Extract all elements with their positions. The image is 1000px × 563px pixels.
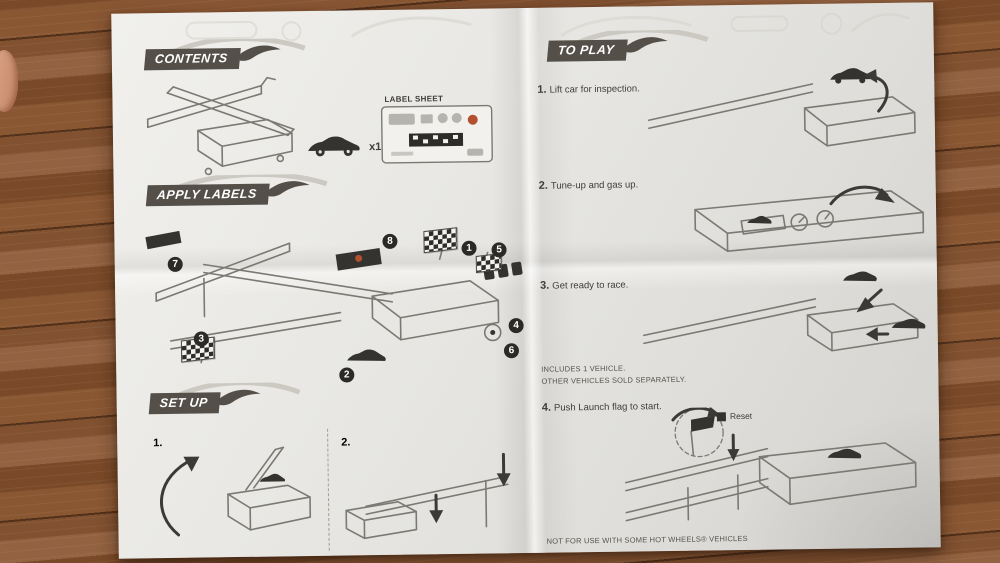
label-sheet-icon: [380, 104, 493, 164]
play-step-3-text: Get ready to race.: [552, 279, 629, 292]
setup-step-2-number: 2.: [341, 436, 351, 449]
reset-flag-icon: [716, 411, 726, 421]
flame-icon: [621, 36, 668, 53]
callout-2: 2: [339, 367, 355, 383]
instruction-sheet: CONTENTS x1 LABEL SHEET: [111, 2, 941, 559]
play-step-1-diagram: [647, 68, 916, 147]
callout-7: 7: [167, 256, 183, 272]
reset-label: Reset: [716, 410, 753, 422]
car-icon: [308, 136, 360, 157]
includes-note-line-2: OTHER VEHICLES SOLD SEPARATELY.: [541, 374, 687, 386]
play-step-1-number: 1.: [537, 83, 547, 96]
play-step-4-number: 4.: [541, 401, 552, 414]
play-step-2: 2.Tune-up and gas up.: [539, 174, 639, 193]
play-step-3-number: 3.: [539, 279, 550, 292]
play-step-4-drawing: [625, 406, 917, 522]
to-play-title: TO PLAY: [546, 39, 628, 62]
play-step-2-diagram: [694, 185, 925, 252]
reset-label-text: Reset: [729, 410, 753, 422]
play-step-2-number: 2.: [538, 179, 548, 192]
apply-labels-diagram: 7 8 1 5 3 4 2 6: [139, 208, 541, 392]
car-quantity: x1: [369, 141, 382, 154]
callout-8: 8: [382, 233, 398, 249]
setup-step-2-diagram: [345, 452, 511, 540]
watermark-graphics: [185, 12, 910, 42]
section-banner-apply-labels: APPLY LABELS: [145, 173, 328, 207]
play-step-3-diagram: [642, 271, 926, 352]
callout-4: 4: [508, 318, 524, 334]
play-step-1: 1.Lift car for inspection.: [537, 78, 640, 97]
flame-icon: [234, 45, 281, 61]
play-step-1-text: Lift car for inspection.: [549, 83, 640, 96]
apply-labels-title: APPLY LABELS: [145, 183, 270, 207]
contents-trackset-diagram: [146, 76, 295, 176]
finger: [0, 50, 18, 112]
flame-icon: [263, 180, 310, 197]
section-banner-setup: SET UP: [148, 382, 301, 415]
label-sheet-caption: LABEL SHEET: [384, 94, 444, 104]
section-banner-to-play: TO PLAY: [546, 29, 709, 62]
includes-note: INCLUDES 1 VEHICLE. OTHER VEHICLES SOLD …: [541, 362, 686, 387]
setup-title: SET UP: [148, 392, 221, 415]
setup-step-divider: [327, 428, 330, 551]
setup-step-1-diagram: [160, 446, 312, 537]
play-step-2-text: Tune-up and gas up.: [550, 179, 639, 192]
contents-title: CONTENTS: [143, 47, 241, 71]
apply-labels-trackset-drawing: [145, 230, 523, 364]
checkered-flag-icon: [423, 227, 458, 254]
section-banner-contents: CONTENTS: [143, 38, 306, 71]
play-step-4-diagram: Reset: [617, 404, 934, 548]
play-step-3: 3.Get ready to race.: [540, 275, 628, 294]
flame-icon: [214, 389, 261, 405]
callout-5: 5: [491, 242, 507, 258]
